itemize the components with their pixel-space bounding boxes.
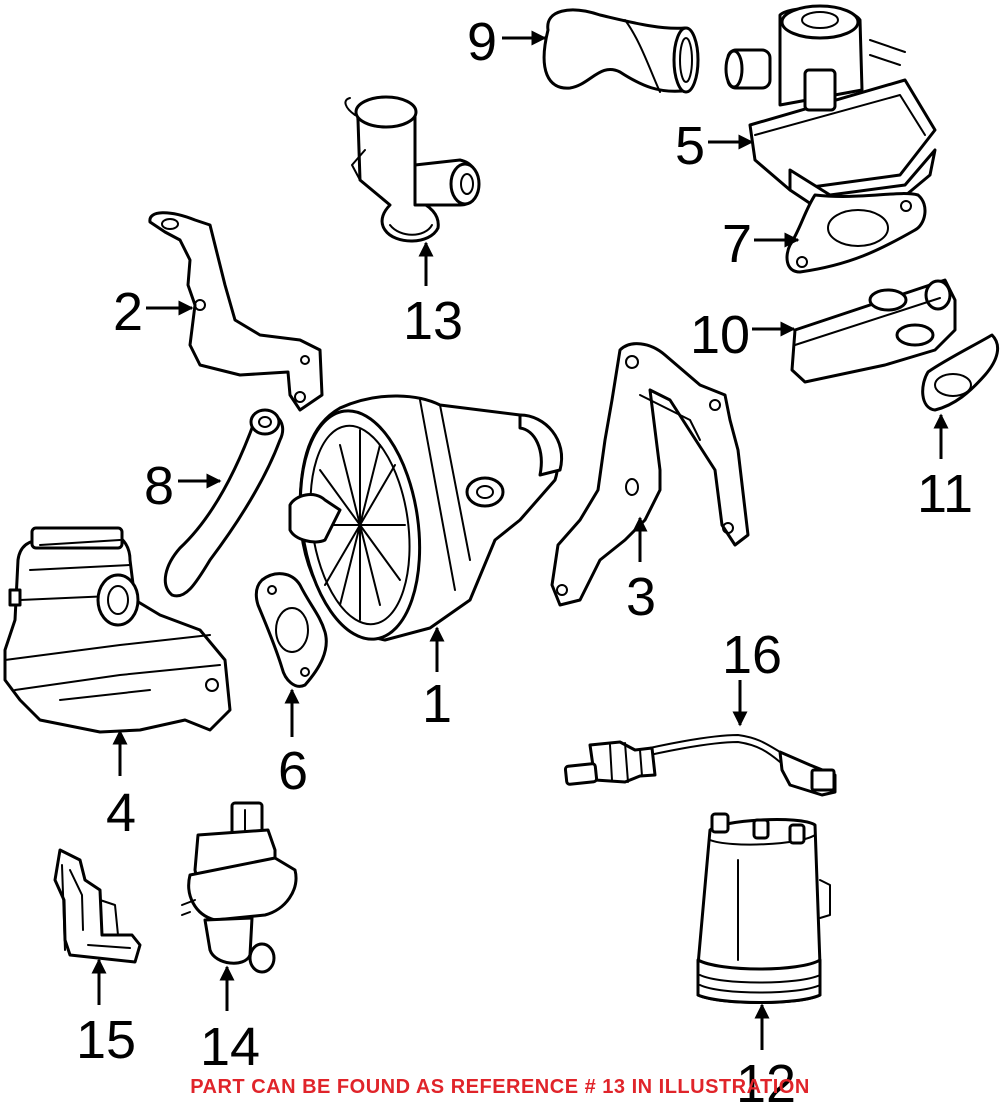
pipe-gasket-drawing[interactable] bbox=[921, 333, 1000, 412]
air-hose-drawing[interactable] bbox=[163, 408, 285, 598]
callout-15[interactable]: 15 bbox=[76, 1010, 136, 1070]
reference-notice: PART CAN BE FOUND AS REFERENCE # 13 IN I… bbox=[190, 1076, 810, 1098]
callout-13[interactable]: 13 bbox=[403, 291, 463, 351]
valve-gasket-drawing[interactable] bbox=[785, 192, 927, 274]
support-bracket-drawing[interactable] bbox=[550, 342, 750, 607]
callout-6[interactable]: 6 bbox=[278, 741, 308, 801]
pump-gasket-drawing[interactable] bbox=[254, 572, 328, 688]
intake-hose-drawing[interactable] bbox=[542, 8, 700, 94]
combination-valve-drawing[interactable] bbox=[3, 526, 232, 734]
purge-valve-drawing[interactable] bbox=[181, 801, 298, 974]
callout-3[interactable]: 3 bbox=[626, 567, 656, 627]
air-valve-drawing[interactable] bbox=[724, 4, 937, 212]
callout-14[interactable]: 14 bbox=[200, 1017, 260, 1077]
callout-1[interactable]: 1 bbox=[422, 674, 452, 734]
air-pump-drawing[interactable] bbox=[287, 394, 563, 647]
callout-2[interactable]: 2 bbox=[113, 282, 143, 342]
callout-11[interactable]: 11 bbox=[917, 464, 973, 524]
reference-numbers: 1 2 3 4 5 6 7 8 9 10 11 12 13 14 15 16 bbox=[76, 12, 973, 1108]
callout-7[interactable]: 7 bbox=[722, 214, 752, 274]
callout-9[interactable]: 9 bbox=[467, 12, 497, 72]
vapor-canister-drawing[interactable] bbox=[696, 812, 831, 1004]
oxygen-sensor-drawing[interactable] bbox=[563, 734, 837, 797]
callout-16[interactable]: 16 bbox=[722, 625, 782, 685]
callout-4[interactable]: 4 bbox=[106, 783, 136, 843]
pump-bracket-drawing[interactable] bbox=[148, 211, 324, 412]
callout-8[interactable]: 8 bbox=[144, 456, 174, 516]
leader-arrows bbox=[91, 30, 949, 1050]
callout-12[interactable]: 12 bbox=[736, 1054, 796, 1108]
callout-10[interactable]: 10 bbox=[690, 305, 750, 365]
connector-pipe-drawing[interactable] bbox=[790, 278, 957, 384]
check-valve-drawing[interactable] bbox=[344, 95, 481, 243]
valve-bracket-drawing[interactable] bbox=[53, 848, 142, 964]
callout-5[interactable]: 5 bbox=[675, 116, 705, 176]
